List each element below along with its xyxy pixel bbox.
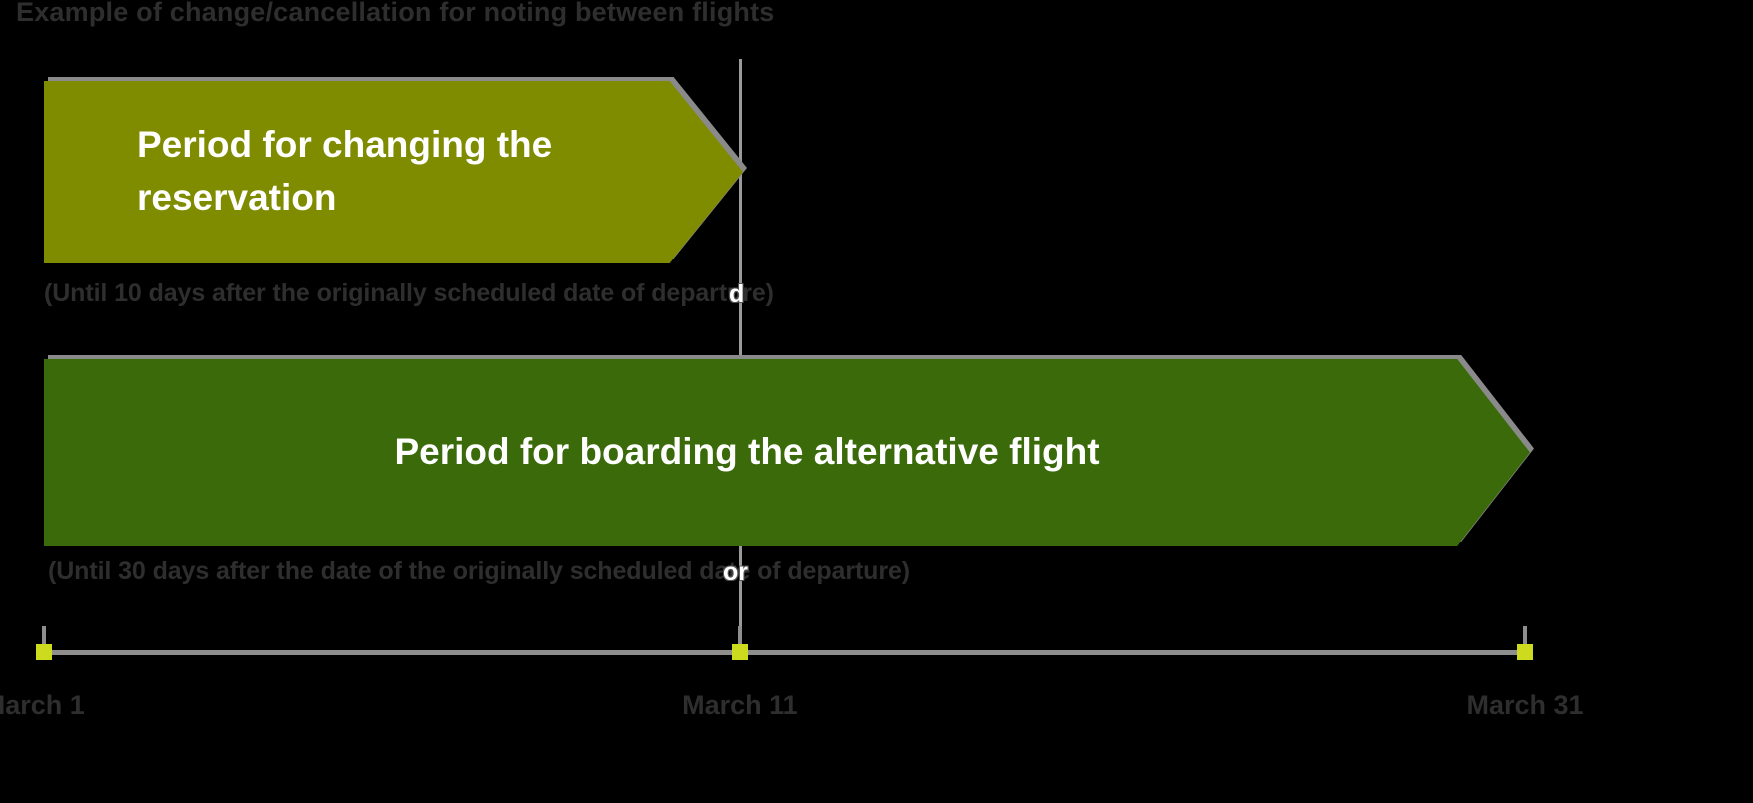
axis-tick-stem xyxy=(737,626,742,648)
axis-tick-label: March 11 xyxy=(682,690,798,720)
bar-body xyxy=(44,359,1530,546)
bar-boarding-alternative: Period for boarding the alternative flig… xyxy=(44,355,1534,546)
axis-tick-stem xyxy=(1523,626,1528,648)
caption-boarding-alternative: (Until 30 days after the date of the ori… xyxy=(48,557,911,585)
page-title: Example of change/cancellation for notin… xyxy=(16,0,775,27)
caption-change-reservation: (Until 10 days after the originally sche… xyxy=(44,279,774,307)
axis-tick-label: March 1 xyxy=(0,690,85,720)
bar-body xyxy=(44,81,743,263)
axis-tick-marker xyxy=(36,644,52,660)
axis-tick-label: March 31 xyxy=(1466,690,1584,720)
timeline-axis: March 1 March 11 March 31 xyxy=(0,626,1584,720)
axis-tick-stem xyxy=(42,626,46,648)
connector-badge-or: or xyxy=(723,558,748,586)
axis-tick-marker xyxy=(1517,644,1534,660)
connector-badge-upper: d xyxy=(729,280,745,308)
bar-label: Period for boarding the alternative flig… xyxy=(394,431,1100,473)
axis-tick-marker xyxy=(731,644,748,660)
